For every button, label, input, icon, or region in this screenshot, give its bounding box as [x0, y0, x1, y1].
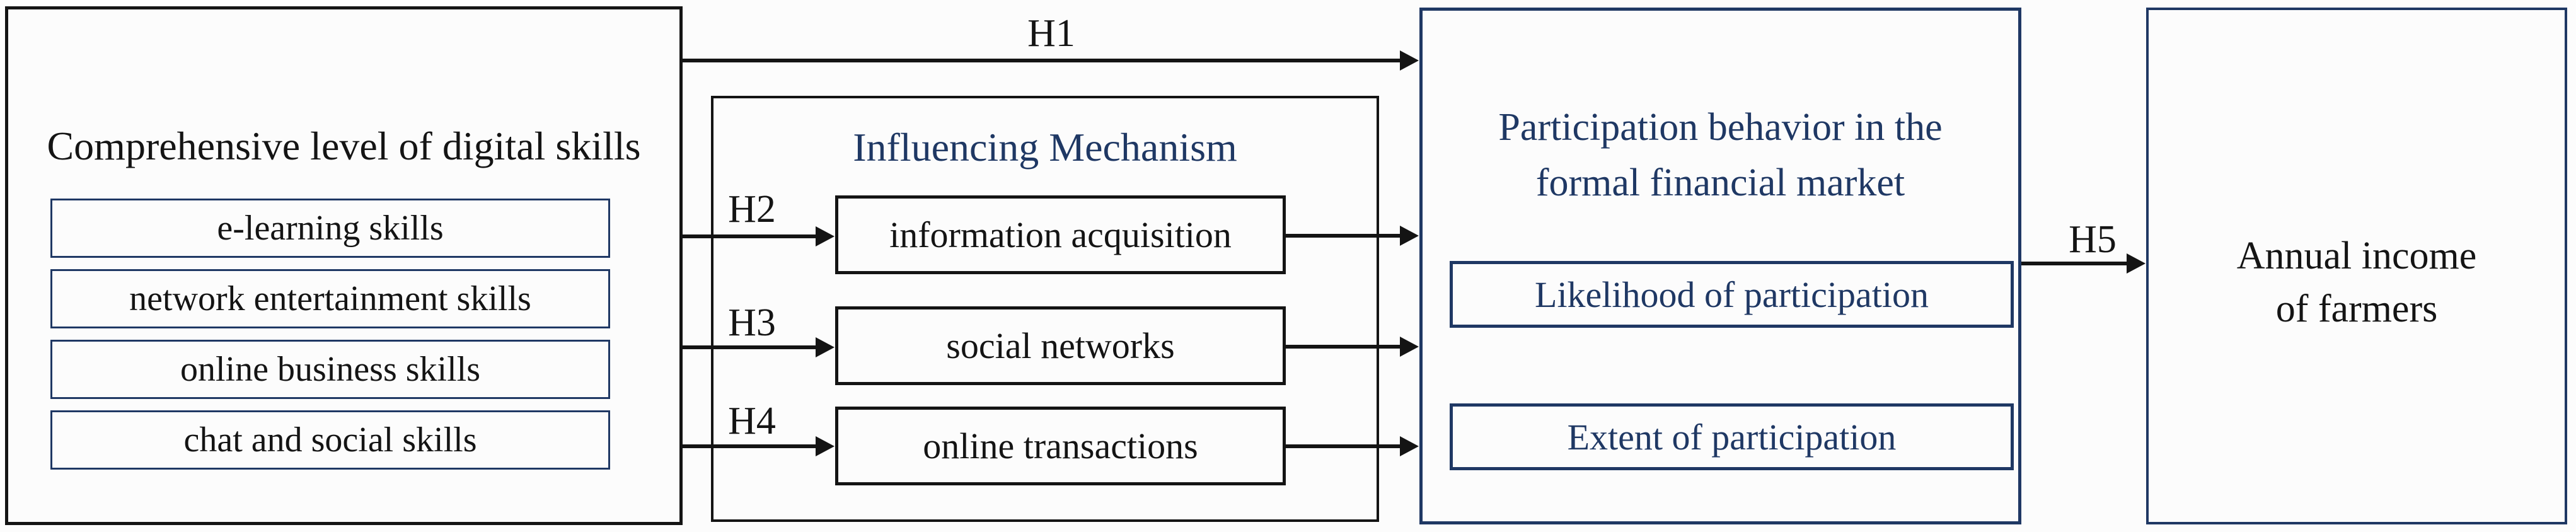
skill-item-online-business: online business skills [50, 340, 610, 399]
h2-arrowhead-icon [816, 226, 835, 246]
h4-arrow [683, 436, 835, 456]
participation-behavior-title: Participation behavior in the formal fin… [1419, 100, 2021, 211]
influencing-mechanism-box [711, 96, 1379, 522]
h1-arrow [683, 50, 1419, 71]
participation-title-line2: formal financial market [1535, 161, 1905, 204]
h4-label: H4 [728, 400, 776, 442]
h5-label: H5 [2069, 218, 2117, 261]
skill-item-elearning: e-learning skills [50, 199, 610, 258]
digital-skills-title: Comprehensive level of digital skills [47, 124, 641, 168]
h5-arrow [2021, 253, 2146, 274]
information-acquisition-arrowhead-icon [1400, 226, 1419, 246]
h2-label: H2 [728, 188, 776, 231]
annual-income-line1: Annual income [2236, 234, 2477, 277]
participation-behavior-box [1419, 8, 2021, 524]
digital-skills-box [5, 6, 683, 525]
h1-arrowhead-icon [1400, 50, 1419, 71]
h2-arrow [683, 226, 835, 246]
h4-arrowhead-icon [816, 436, 835, 456]
social-networks-arrow [1286, 337, 1419, 357]
h3-arrow [683, 337, 835, 357]
h3-label: H3 [728, 301, 776, 344]
influencing-mechanism-title: Influencing Mechanism [853, 125, 1237, 170]
h1-label: H1 [1027, 12, 1075, 55]
online-transactions-arrow [1286, 436, 1419, 456]
skill-item-chat-social: chat and social skills [50, 410, 610, 470]
information-acquisition-arrow [1286, 226, 1419, 246]
h5-arrowhead-icon [2127, 253, 2146, 274]
participation-title-line1: Participation behavior in the [1498, 106, 1943, 149]
annual-income-title: Annual income of farmers [2146, 229, 2567, 335]
annual-income-box [2146, 8, 2567, 524]
annual-income-line2: of farmers [2275, 287, 2438, 330]
online-transactions-arrowhead-icon [1400, 436, 1419, 456]
mechanism-item-information-acquisition: information acquisition [835, 195, 1286, 274]
participation-item-likelihood: Likelihood of participation [1450, 261, 2014, 328]
mechanism-item-online-transactions: online transactions [835, 407, 1286, 485]
social-networks-arrowhead-icon [1400, 337, 1419, 357]
skill-item-network-entertainment: network entertainment skills [50, 269, 610, 328]
mechanism-item-social-networks: social networks [835, 306, 1286, 385]
h3-arrowhead-icon [816, 337, 835, 357]
participation-item-extent: Extent of participation [1450, 403, 2014, 470]
